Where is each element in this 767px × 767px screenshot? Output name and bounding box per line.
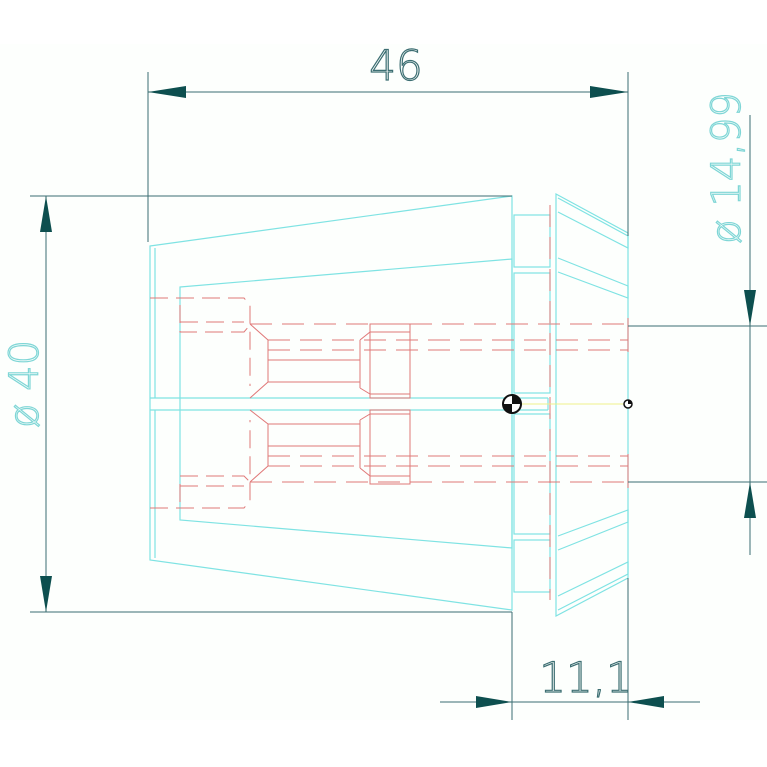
- outer-taper: [149, 195, 513, 611]
- hidden-pocket-top: [150, 297, 251, 386]
- arrow-diameter-top: [40, 196, 52, 232]
- drawing-sheet: [0, 44, 767, 720]
- nose-band-mid-top: [557, 257, 629, 299]
- hidden-chamfer-bottom: [249, 409, 269, 483]
- hidden-pocket-bottom: [150, 420, 251, 509]
- nose-band-mid-bottom: [557, 509, 629, 551]
- hidden-chamfer-top: [249, 323, 269, 399]
- hidden-sleeve-bottom-step: [359, 467, 410, 477]
- dim-text-diameter: ø 40: [2, 340, 48, 428]
- arrow-head-left: [476, 696, 512, 708]
- arrow-bore-top: [744, 290, 756, 326]
- hidden-sleeve-bottom: [369, 409, 411, 485]
- end-marker: [623, 399, 633, 409]
- origin-marker: [502, 394, 522, 414]
- arrow-bore-bottom: [744, 482, 756, 518]
- dim-text-length: 46: [369, 41, 422, 90]
- hidden-sleeve-top: [369, 323, 411, 399]
- arrow-head-right: [628, 696, 664, 708]
- arrow-diameter-bottom: [40, 576, 52, 612]
- dim-text-head: 11,1: [539, 653, 633, 702]
- hidden-sleeve-top-step: [359, 331, 410, 341]
- hidden-pocket-top-inner: [179, 305, 251, 333]
- nose-band-bottom: [557, 561, 629, 611]
- arrow-length-left: [148, 86, 186, 98]
- dim-text-bore: ø 14,99: [704, 92, 750, 244]
- hidden-sleeve-bottom-step2: [359, 413, 410, 421]
- hidden-lines: [150, 205, 629, 600]
- hidden-sleeve-top-step2: [359, 387, 410, 395]
- collet-outline: [149, 192, 629, 617]
- nose-band-top: [557, 197, 629, 249]
- arrow-length-right: [590, 86, 628, 98]
- hidden-pocket-bottom-inner: [179, 475, 251, 502]
- dimension-arrows: [40, 86, 756, 708]
- inner-taper: [179, 258, 513, 549]
